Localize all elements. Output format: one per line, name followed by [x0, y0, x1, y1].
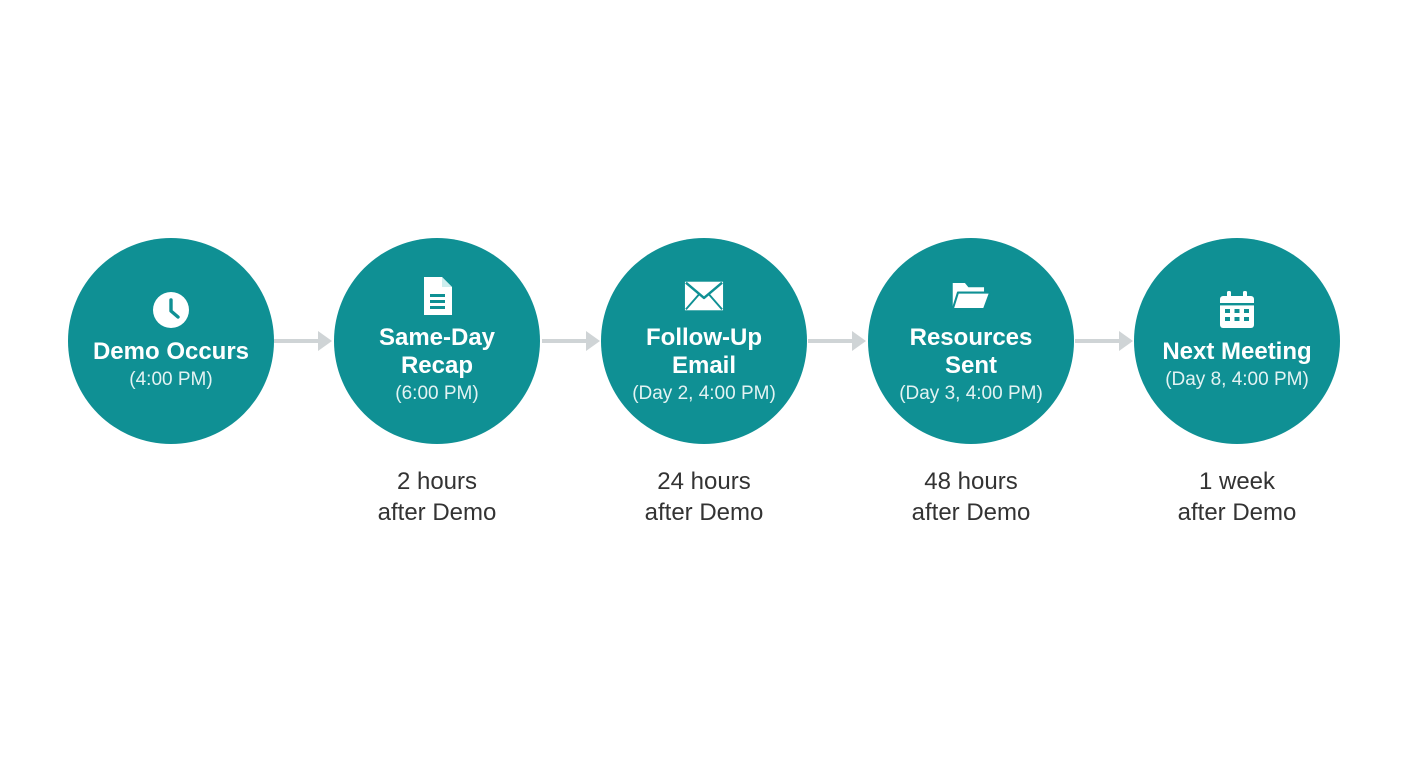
- step-title: Follow-Up Email: [646, 324, 762, 379]
- step-same-day-recap: Same-Day Recap (6:00 PM) 2 hours after D…: [334, 238, 540, 526]
- step-caption: 2 hours after Demo: [334, 466, 540, 528]
- step-time: (6:00 PM): [395, 383, 479, 404]
- arrow-connector: [1075, 331, 1133, 351]
- step-circle: Resources Sent (Day 3, 4:00 PM): [868, 238, 1074, 444]
- arrow-connector: [808, 331, 866, 351]
- clock-icon: [151, 290, 191, 330]
- caption-interval: 1 week: [1198, 468, 1276, 495]
- step-circle: Follow-Up Email (Day 2, 4:00 PM): [601, 238, 807, 444]
- step-caption: 1 week after Demo: [1134, 466, 1340, 528]
- step-circle: Next Meeting (Day 8, 4:00 PM): [1134, 238, 1340, 444]
- caption-reference: after Demo: [377, 499, 497, 526]
- step-circle: Same-Day Recap (6:00 PM): [334, 238, 540, 444]
- caption-reference: after Demo: [1177, 499, 1297, 526]
- caption-interval: 24 hours: [657, 468, 751, 495]
- step-title: Next Meeting: [1162, 338, 1312, 365]
- step-title: Same-Day Recap: [378, 324, 496, 379]
- step-time: (Day 3, 4:00 PM): [899, 383, 1043, 404]
- step-title: Resources Sent: [909, 324, 1033, 379]
- caption-interval: 48 hours: [924, 468, 1018, 495]
- envelope-icon: [684, 276, 724, 316]
- step-resources-sent: Resources Sent (Day 3, 4:00 PM) 48 hours…: [868, 238, 1074, 526]
- step-next-meeting: Next Meeting (Day 8, 4:00 PM) 1 week aft…: [1134, 238, 1340, 526]
- arrow-connector: [274, 331, 332, 351]
- step-follow-up-email: Follow-Up Email (Day 2, 4:00 PM) 24 hour…: [601, 238, 807, 526]
- folder-icon: [951, 276, 991, 316]
- step-demo-occurs: Demo Occurs (4:00 PM): [68, 238, 274, 444]
- arrow-connector: [542, 331, 600, 351]
- step-title: Demo Occurs: [92, 338, 250, 365]
- step-caption: 48 hours after Demo: [868, 466, 1074, 528]
- calendar-icon: [1217, 290, 1257, 330]
- step-circle: Demo Occurs (4:00 PM): [68, 238, 274, 444]
- step-time: (4:00 PM): [129, 369, 213, 390]
- step-time: (Day 2, 4:00 PM): [632, 383, 776, 404]
- step-caption: 24 hours after Demo: [601, 466, 807, 528]
- step-time: (Day 8, 4:00 PM): [1165, 369, 1309, 390]
- document-icon: [417, 276, 457, 316]
- caption-interval: 2 hours: [396, 468, 478, 495]
- caption-reference: after Demo: [644, 499, 764, 526]
- caption-reference: after Demo: [911, 499, 1031, 526]
